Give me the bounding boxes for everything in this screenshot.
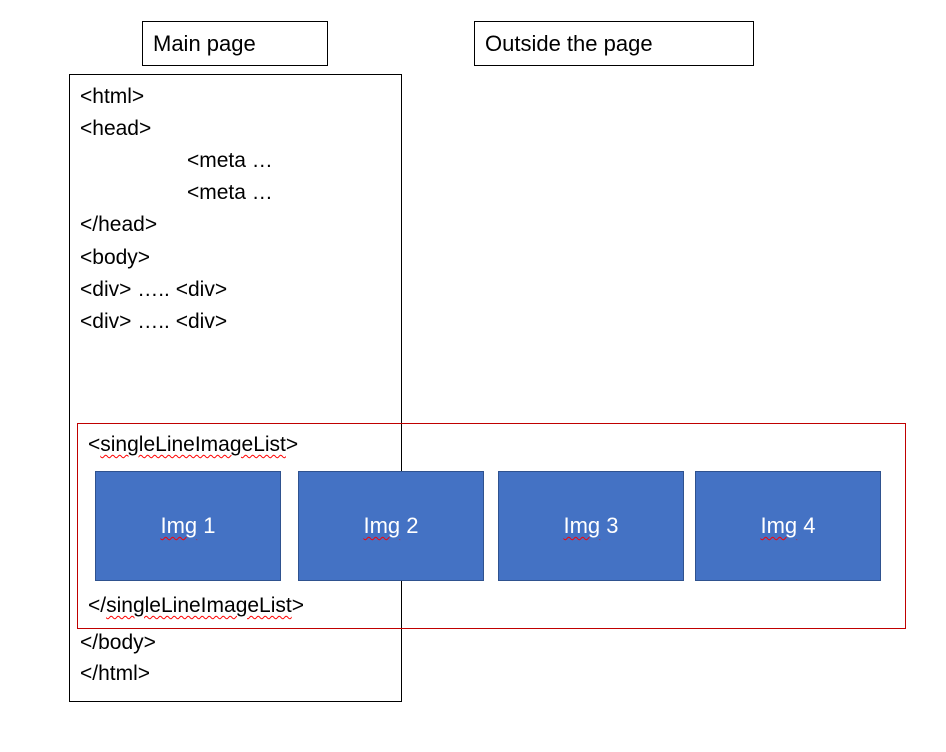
code-head-open: <head>	[80, 117, 152, 140]
image-tile-4-prefix: Img	[760, 513, 798, 538]
main-page-label: Main page	[142, 21, 328, 66]
list-open-tag: <singleLineImageList>	[88, 433, 298, 457]
image-tile-3-number: 3	[606, 513, 619, 538]
outside-page-label: Outside the page	[474, 21, 754, 66]
list-close-lt: </	[88, 594, 107, 617]
main-page-label-text: Main page	[153, 31, 256, 56]
code-body-open: <body>	[80, 246, 151, 269]
list-close-gt: >	[291, 594, 304, 617]
image-tile-2-prefix: Img	[363, 513, 401, 538]
image-tile-1: Img 1	[95, 471, 281, 581]
image-tile-4: Img 4	[695, 471, 881, 581]
image-tile-2: Img 2	[298, 471, 484, 581]
code-html-close: </html>	[80, 662, 151, 685]
image-tile-2-number: 2	[406, 513, 419, 538]
image-tile-1-label: Img 1	[160, 513, 215, 539]
list-open-name: singleLineImageList	[100, 433, 286, 456]
code-meta-1: <meta …	[187, 149, 273, 172]
image-tile-4-label: Img 4	[760, 513, 815, 539]
list-close-tag: </singleLineImageList>	[88, 594, 304, 618]
outside-page-label-text: Outside the page	[485, 31, 653, 56]
image-tile-1-prefix: Img	[160, 513, 198, 538]
list-open-gt: >	[285, 433, 299, 456]
code-meta-2: <meta …	[187, 181, 273, 204]
single-line-image-list-box	[77, 423, 906, 629]
list-open-lt: <	[88, 433, 101, 456]
image-tile-1-number: 1	[203, 513, 216, 538]
image-tile-3: Img 3	[498, 471, 684, 581]
code-div-2: <div> ….. <div>	[80, 310, 228, 333]
code-html-open: <html>	[80, 85, 145, 108]
image-tile-3-label: Img 3	[563, 513, 618, 539]
code-body-close: </body>	[80, 631, 156, 654]
code-div-1: <div> ….. <div>	[80, 278, 228, 301]
main-page-box	[69, 74, 402, 702]
list-close-name: singleLineImageList	[106, 594, 292, 617]
image-tile-2-label: Img 2	[363, 513, 418, 539]
code-head-close: </head>	[80, 213, 158, 236]
image-tile-4-number: 4	[803, 513, 816, 538]
image-tile-3-prefix: Img	[563, 513, 601, 538]
